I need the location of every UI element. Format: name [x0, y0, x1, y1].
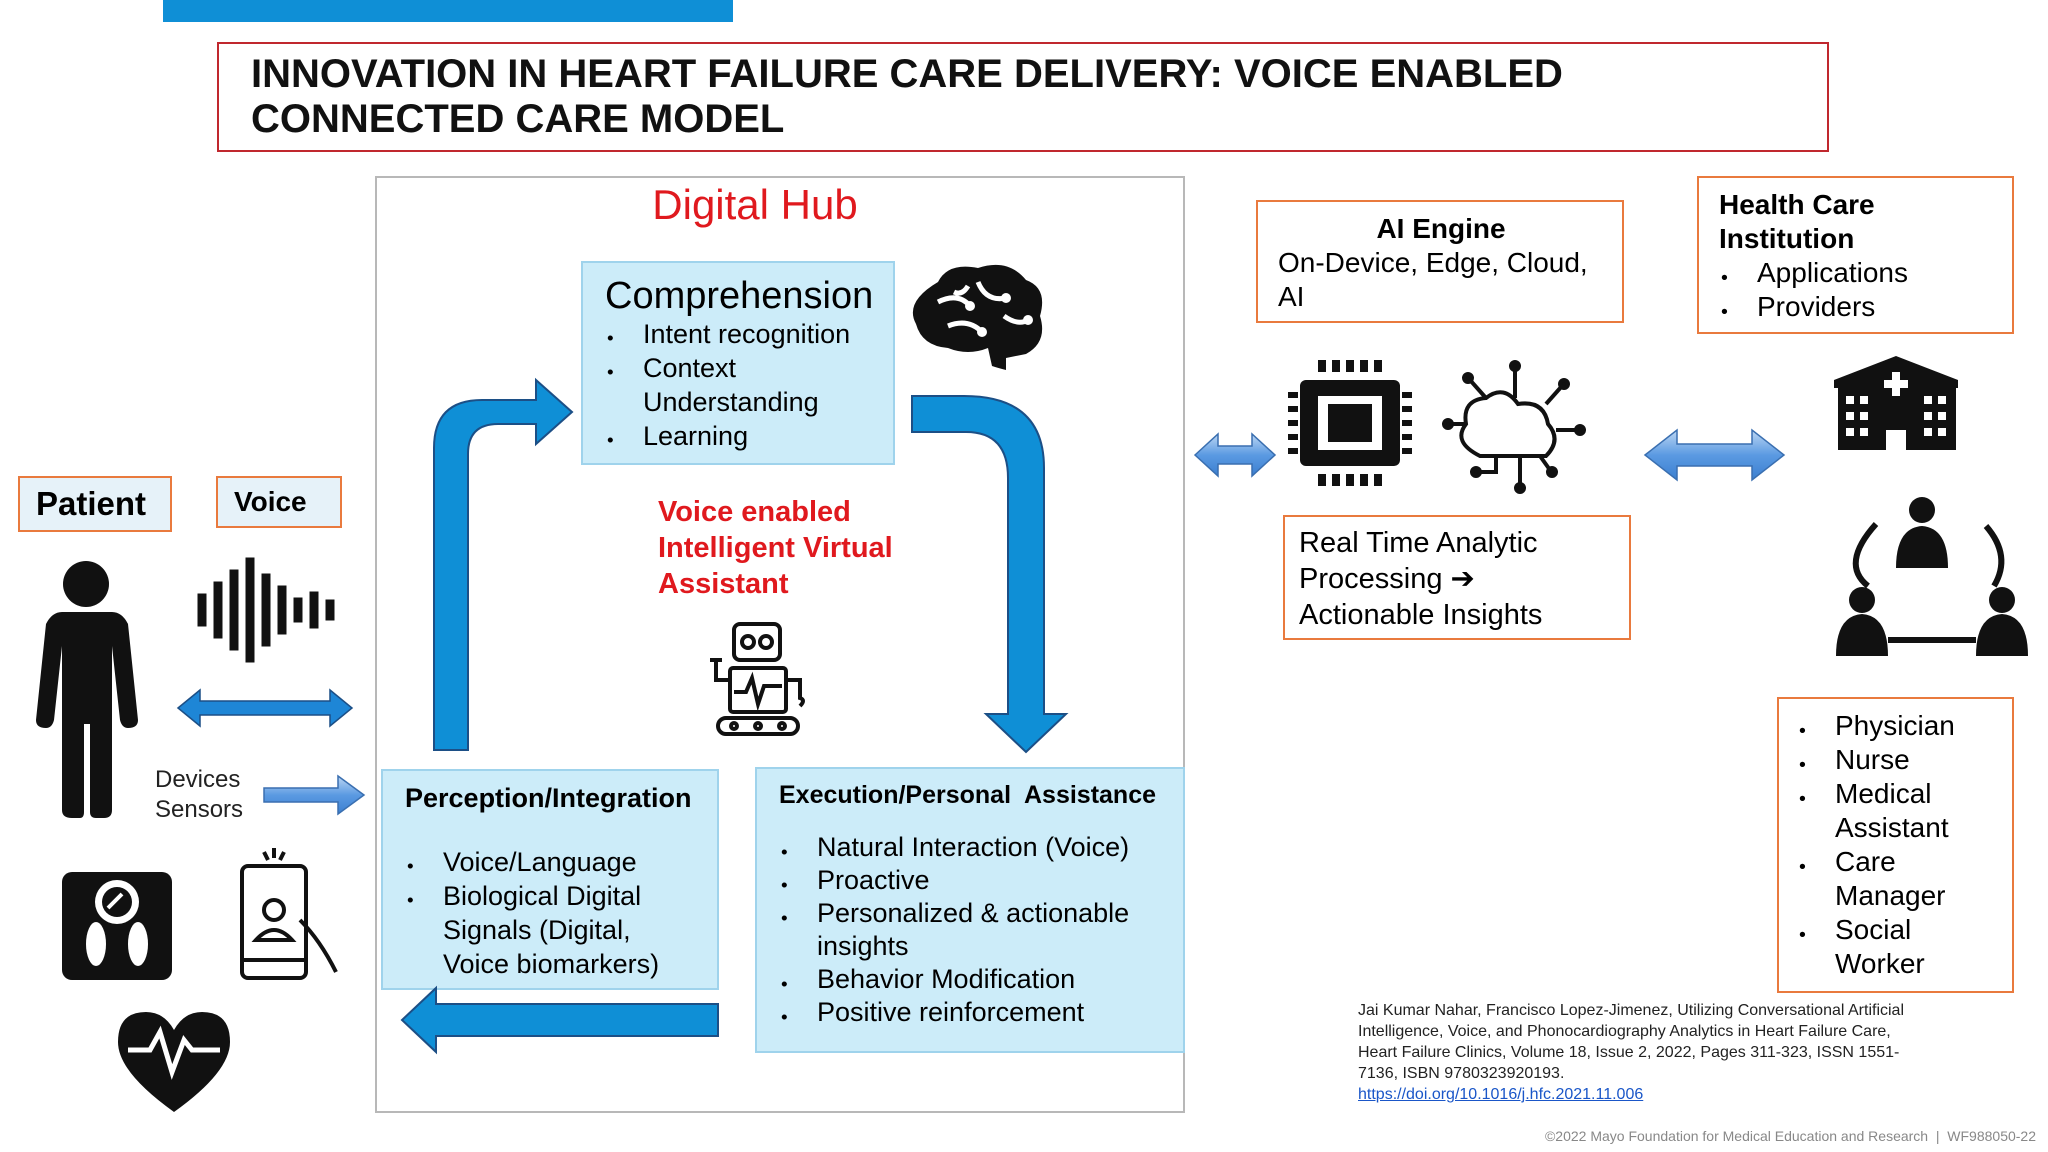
phone-icon — [240, 848, 338, 980]
flow-arrow-left — [400, 985, 719, 1055]
perception-title: Perception/Integration — [405, 783, 692, 813]
heart-rate-icon — [118, 1012, 230, 1112]
comprehension-box: Comprehension Intent recognition Context… — [581, 261, 895, 465]
double-arrow-hub-ai — [1193, 432, 1277, 478]
institution-title: Health Care Institution — [1719, 189, 1875, 254]
comprehension-item: Context Understanding — [605, 351, 873, 419]
ai-engine-title: AI Engine — [1376, 213, 1506, 244]
voice-waveform-icon — [197, 557, 335, 663]
arrow-devices-hub — [263, 774, 366, 816]
institution-box: Health Care Institution Applications Pro… — [1697, 176, 2014, 334]
perception-box: Perception/Integration Voice/Language Bi… — [381, 769, 719, 990]
institution-item: Providers — [1719, 290, 1998, 329]
slide-title: INNOVATION IN HEART FAILURE CARE DELIVER… — [251, 52, 1563, 141]
assistant-label: Voice enabled Intelligent Virtual Assist… — [658, 496, 893, 600]
cloud-network-icon — [1442, 360, 1586, 494]
comprehension-item: Intent recognition — [605, 317, 873, 356]
execution-item: Personalized & actionable insights — [779, 897, 1169, 963]
footer-copyright: ©2022 Mayo Foundation for Medical Educat… — [1544, 1128, 2036, 1144]
brain-icon — [912, 264, 1043, 370]
perception-item: Biological Digital Signals (Digital, Voi… — [405, 879, 703, 981]
care-team-box: Physician Nurse Medical Assistant Care M… — [1777, 697, 2014, 993]
ai-engine-subtitle: On-Device, Edge, Cloud, AI — [1278, 247, 1588, 312]
perception-item: Voice/Language — [405, 845, 703, 884]
devices-line: Devices — [155, 766, 241, 793]
care-team-item: Medical Assistant — [1797, 777, 2002, 845]
care-team-item: Care Manager — [1797, 845, 2002, 913]
analytics-box: Real Time Analytic Processing ➔ Actionab… — [1283, 515, 1631, 640]
execution-title: Execution/Personal Assistance — [779, 781, 1157, 809]
double-arrow-patient-hub — [176, 688, 354, 728]
person-icon — [36, 561, 138, 818]
hospital-icon — [1834, 356, 1958, 450]
robot-icon — [710, 622, 805, 736]
double-arrow-ai-institution — [1643, 428, 1786, 482]
execution-item: Proactive — [779, 864, 1169, 902]
devices-label: Devices Sensors — [155, 765, 243, 825]
care-team-item: Nurse — [1797, 743, 2002, 782]
digital-hub-title: Digital Hub — [652, 181, 858, 228]
sensors-line: Sensors — [155, 796, 244, 823]
analytics-line: Actionable Insights — [1299, 599, 1543, 631]
execution-item: Natural Interaction (Voice) — [779, 831, 1169, 869]
patient-label: Patient — [18, 476, 172, 532]
processor-chip-icon — [1288, 360, 1412, 486]
citation-text: Jai Kumar Nahar, Francisco Lopez-Jimenez… — [1358, 1002, 1904, 1082]
flow-arrow-down — [911, 395, 1069, 754]
care-team-icon — [1836, 497, 2028, 656]
care-team-item: Physician — [1797, 709, 2002, 748]
analytics-line: Real Time Analytic — [1299, 527, 1538, 559]
comprehension-title: Comprehension — [605, 275, 874, 317]
top-accent-bar — [163, 0, 733, 22]
voice-label: Voice — [216, 476, 342, 528]
citation-link[interactable]: https://doi.org/10.1016/j.hfc.2021.11.00… — [1358, 1086, 1644, 1103]
ai-engine-box: AI Engine On-Device, Edge, Cloud, AI — [1256, 200, 1624, 323]
care-team-item: Social Worker — [1797, 913, 2002, 981]
analytics-line: Processing ➔ — [1299, 563, 1475, 595]
execution-box: Execution/Personal Assistance Natural In… — [755, 767, 1185, 1053]
citation: Jai Kumar Nahar, Francisco Lopez-Jimenez… — [1358, 1000, 1908, 1105]
digital-hub-frame — [375, 176, 1185, 1113]
flow-arrow-up-right — [433, 377, 574, 751]
institution-item: Applications — [1719, 256, 1998, 295]
execution-item: Behavior Modification — [779, 963, 1169, 1001]
comprehension-item: Learning — [605, 419, 873, 458]
weight-scale-icon — [62, 872, 172, 980]
execution-item: Positive reinforcement — [779, 996, 1169, 1034]
title-box — [217, 42, 1829, 152]
